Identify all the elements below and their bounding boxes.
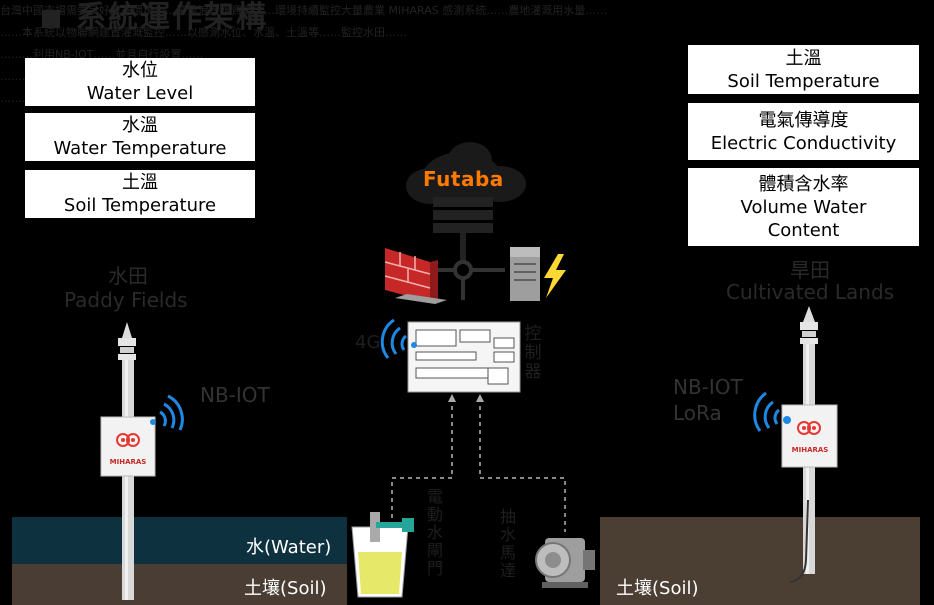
- right-sensor-box: [781, 404, 838, 468]
- cultivated-lands-en: Cultivated Lands: [726, 280, 895, 304]
- soil-layer-right: [600, 517, 920, 605]
- label-water-temperature: 水溫 Water Temperature: [25, 113, 255, 161]
- cloud-server-icon: [406, 142, 526, 300]
- controller-label: 控制器: [524, 324, 542, 382]
- cultivated-lands-zh: 旱田: [790, 258, 830, 282]
- label-zh: 電氣傳導度: [758, 109, 849, 131]
- label-en: Soil Temperature: [727, 70, 880, 92]
- left-comm-label: NB-IOT: [200, 383, 270, 407]
- label-volume-water-content: 體積含水率 Volume Water Content: [688, 168, 919, 246]
- arrow-up-icon: [448, 394, 456, 402]
- pump-motor-icon: [535, 538, 595, 588]
- left-sensor-brand: MIHARAS: [109, 458, 147, 466]
- firewall-icon: [384, 248, 447, 304]
- controller-board-icon: [407, 321, 521, 393]
- label-zh: 水溫: [122, 115, 158, 136]
- label-zh: 土溫: [785, 47, 822, 69]
- water-label: 水(Water): [246, 537, 332, 558]
- label-zh: 體積含水率: [758, 173, 849, 195]
- soil-label-right: 土壤(Soil): [616, 578, 699, 599]
- label-water-level: 水位 Water Level: [25, 58, 255, 106]
- left-wifi-icon: [150, 394, 184, 431]
- page-title-text: 系統運作架構: [76, 0, 268, 35]
- label-electric-conductivity: 電氣傳導度 Electric Conductivity: [688, 103, 919, 160]
- arrow-up-icon: [476, 394, 484, 402]
- control-lines: [391, 398, 566, 532]
- label-en: Water Temperature: [53, 138, 227, 159]
- paddy-fields-en: Paddy Fields: [64, 288, 188, 312]
- label-en: Electric Conductivity: [710, 132, 897, 154]
- pump-label: 抽水馬達: [499, 507, 516, 580]
- right-wifi-icon: [753, 391, 791, 432]
- right-sensor-brand: MIHARAS: [791, 446, 829, 454]
- controller-wifi-icon: [380, 318, 417, 359]
- label-en: Soil Temperature: [63, 195, 217, 216]
- soil-label-left: 土壤(Soil): [244, 578, 327, 599]
- bullet-square-icon: [42, 9, 60, 28]
- futaba-cloud-label: Futaba: [423, 167, 504, 191]
- water-gate-icon: [351, 512, 414, 598]
- label-soil-temperature-right: 土溫 Soil Temperature: [688, 45, 919, 94]
- label-zh: 土溫: [122, 172, 158, 193]
- label-en: Water Level: [86, 83, 194, 104]
- page-title: 系統運作架構: [42, 0, 268, 36]
- right-comm-label-2: LoRa: [673, 401, 722, 425]
- label-soil-temperature-left: 土溫 Soil Temperature: [25, 170, 255, 218]
- label-zh: 水位: [122, 60, 158, 81]
- server-tower-icon: [510, 247, 566, 301]
- right-comm-label-1: NB-IOT: [673, 375, 743, 399]
- valve-label: 電動水閘門: [426, 487, 443, 578]
- left-sensor-box: [100, 416, 156, 477]
- label-en: Volume Water Content: [740, 196, 867, 241]
- paddy-fields-zh: 水田: [108, 264, 148, 288]
- water-layer: [12, 517, 347, 564]
- soil-layer-left: [12, 564, 347, 605]
